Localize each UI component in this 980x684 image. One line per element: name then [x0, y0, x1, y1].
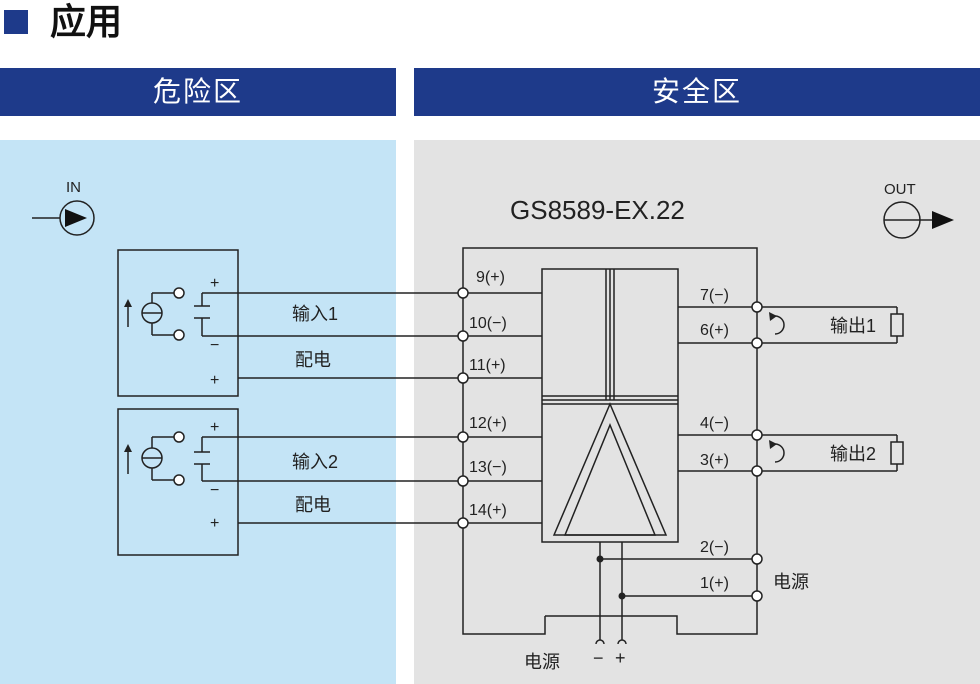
output-loop-2	[762, 434, 904, 472]
ch1-terminal-plus-bottom: +	[210, 372, 219, 389]
power-bottom-label: 电源	[524, 652, 560, 672]
title-square-icon	[4, 10, 28, 34]
terminal-label: 3(+)	[700, 452, 729, 469]
module-outline	[462, 247, 758, 635]
terminal-label: 14(+)	[469, 502, 507, 519]
terminal-label: 4(−)	[700, 415, 729, 432]
wire-label-input2: 输入2	[292, 452, 338, 472]
output-signal-icon	[883, 201, 954, 239]
model-name: GS8589-EX.22	[510, 195, 685, 225]
current-direction-icon	[769, 440, 777, 449]
sensor-box-1	[117, 249, 239, 397]
input-terminal-circles	[457, 287, 469, 529]
terminal-label: 10(−)	[469, 315, 507, 332]
output1-label: 输出1	[830, 316, 876, 336]
terminal-label: 9(+)	[476, 269, 505, 286]
power-minus-label: −	[593, 648, 604, 668]
output-loop-1	[762, 306, 904, 344]
power-side-label: 电源	[773, 572, 809, 592]
wire-label-input1: 输入1	[292, 304, 338, 324]
in-label: IN	[66, 179, 81, 196]
junction-dot	[618, 592, 626, 600]
ch2-terminal-minus: −	[210, 482, 219, 499]
ch2-terminal-plus-bottom: +	[210, 515, 219, 532]
terminal-label: 2(−)	[700, 539, 729, 556]
field-wires	[202, 292, 463, 524]
terminal-label: 7(−)	[700, 287, 729, 304]
terminal-label: 6(+)	[700, 322, 729, 339]
out-label: OUT	[884, 181, 916, 198]
page-title: 应用	[50, 1, 123, 42]
input-signal-icon	[32, 200, 95, 236]
terminal-label: 13(−)	[469, 459, 507, 476]
hazard-zone-header: 危险区	[0, 68, 396, 116]
ch1-terminal-plus-top: +	[210, 275, 219, 292]
inner-circuit	[463, 268, 757, 640]
terminal-label: 12(+)	[469, 415, 507, 432]
terminal-label: 1(+)	[700, 575, 729, 592]
safe-zone-header: 安全区	[414, 68, 980, 116]
power-plus-label: +	[615, 648, 626, 668]
output2-label: 输出2	[830, 444, 876, 464]
junction-dot	[596, 555, 604, 563]
terminal-label: 11(+)	[469, 357, 506, 374]
power-connectors	[595, 639, 627, 645]
safe-zone-area	[414, 140, 980, 684]
current-direction-icon	[769, 312, 777, 321]
wire-label-supply1: 配电	[295, 350, 331, 370]
wire-label-supply2: 配电	[295, 495, 331, 515]
sensor-box-2	[117, 408, 239, 556]
ch1-terminal-minus: −	[210, 337, 219, 354]
ch2-terminal-plus-top: +	[210, 419, 219, 436]
